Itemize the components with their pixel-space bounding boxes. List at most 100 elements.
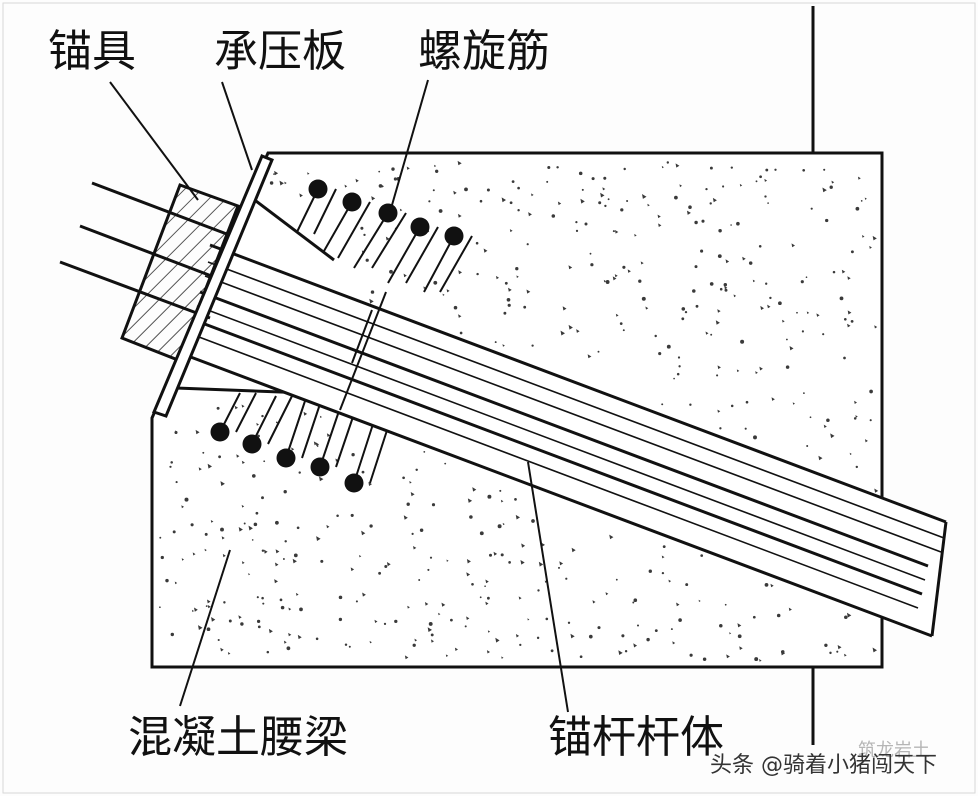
concrete-speckle: [368, 481, 372, 486]
rebar-section-dot: [242, 434, 262, 454]
concrete-speckle: [709, 202, 712, 205]
concrete-speckle: [694, 220, 698, 225]
concrete-speckle: [855, 206, 860, 211]
rebar-section-dot: [378, 203, 398, 223]
concrete-speckle: [410, 491, 415, 497]
concrete-speckle: [803, 392, 805, 394]
label-spiral-rebar: 螺旋筋: [418, 26, 550, 77]
concrete-speckle: [531, 344, 534, 347]
concrete-speckle: [802, 168, 806, 172]
concrete-speckle: [261, 496, 264, 500]
concrete-speckle: [338, 617, 343, 622]
concrete-speckle: [633, 643, 638, 648]
concrete-speckle: [806, 445, 809, 447]
concrete-speckle: [296, 526, 300, 530]
concrete-speckle: [307, 172, 310, 175]
concrete-speckle: [205, 605, 208, 607]
concrete-speckle: [615, 313, 619, 317]
concrete-speckle: [536, 636, 540, 640]
rod-strand-line: [199, 290, 929, 568]
concrete-speckle: [371, 196, 376, 201]
concrete-speckle: [348, 645, 351, 648]
concrete-speckle: [433, 280, 438, 285]
concrete-speckle: [636, 624, 640, 627]
concrete-speckle: [537, 589, 540, 592]
concrete-speckle: [528, 212, 532, 217]
concrete-speckle: [234, 405, 238, 410]
concrete-speckle: [839, 296, 844, 301]
concrete-speckle: [404, 655, 409, 660]
concrete-speckle: [238, 615, 242, 619]
concrete-speckle: [767, 202, 769, 204]
concrete-speckle: [274, 562, 279, 567]
concrete-speckle: [622, 329, 625, 332]
concrete-speckle: [684, 310, 688, 314]
concrete-speckle: [526, 243, 529, 246]
concrete-speckle: [471, 582, 474, 586]
concrete-speckle: [760, 305, 764, 310]
concrete-speckle: [677, 356, 681, 359]
concrete-speckle: [623, 167, 626, 171]
concrete-speckle: [676, 372, 680, 376]
concrete-speckle: [206, 627, 211, 632]
concrete-speckle: [755, 371, 758, 374]
concrete-speckles: [159, 160, 879, 662]
concrete-speckle: [360, 226, 364, 230]
concrete-speckle: [466, 616, 470, 620]
concrete-speckle: [792, 402, 795, 405]
bearing-plate: [151, 154, 274, 418]
watermark: 头条 @骑着小猪闯天下: [710, 753, 937, 778]
leader-bearing-plate: [221, 81, 253, 171]
concrete-speckle: [654, 334, 657, 338]
concrete-speckle: [570, 633, 575, 639]
concrete-speckle: [487, 630, 491, 633]
concrete-speckle: [159, 536, 162, 539]
concrete-speckle: [472, 487, 477, 492]
concrete-speckle: [673, 377, 675, 380]
concrete-speckle: [381, 184, 384, 188]
concrete-speckle: [427, 568, 430, 571]
concrete-speckle: [806, 311, 810, 314]
concrete-speckle: [538, 561, 544, 567]
concrete-speckle: [483, 248, 488, 253]
concrete-speckle: [256, 422, 259, 426]
concrete-speckle: [280, 605, 285, 610]
concrete-speckle: [515, 633, 520, 638]
concrete-speckle: [857, 176, 861, 180]
concrete-speckle: [666, 161, 669, 164]
anchor-rod-fill: [190, 248, 945, 636]
concrete-speckle: [350, 567, 355, 572]
concrete-speckle: [576, 329, 580, 333]
concrete-speckle: [204, 548, 207, 552]
concrete-speckle: [575, 229, 579, 233]
concrete-speckle: [604, 204, 607, 208]
concrete-speckle: [605, 280, 610, 284]
concrete-speckle: [291, 447, 295, 451]
concrete-speckle: [646, 637, 650, 642]
concrete-speckle: [719, 427, 722, 430]
concrete-speckle: [658, 352, 662, 356]
concrete-speckle: [181, 558, 184, 561]
rebar-coil-top: [405, 226, 439, 284]
concrete-speckle: [428, 621, 433, 626]
concrete-speckle: [641, 296, 646, 301]
concrete-speckle: [781, 650, 785, 654]
label-anchor: 锚具: [48, 26, 136, 77]
concrete-speckle: [620, 208, 624, 212]
concrete-speckle: [591, 177, 595, 181]
concrete-speckle: [558, 566, 560, 569]
concrete-speckle: [523, 305, 527, 309]
concrete-speckle: [344, 184, 348, 188]
concrete-speckle: [499, 489, 502, 492]
concrete-speckle: [479, 596, 482, 599]
concrete-speckle: [716, 374, 719, 377]
concrete-speckle: [521, 543, 526, 548]
concrete-speckle: [184, 497, 189, 502]
concrete-speckle: [850, 320, 854, 323]
rebar-section-dot: [308, 179, 328, 199]
concrete-speckle: [676, 602, 680, 607]
concrete-speckle: [752, 279, 756, 283]
concrete-speckle: [475, 241, 479, 245]
concrete-speckle: [217, 638, 220, 642]
concrete-speckle: [362, 592, 366, 597]
